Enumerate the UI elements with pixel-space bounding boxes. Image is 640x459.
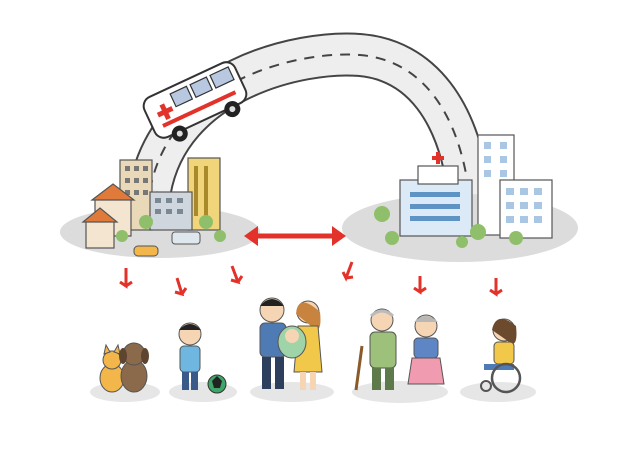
down-arrow-3: [230, 265, 244, 285]
red-cross-icon: [432, 152, 444, 164]
down-arrow-4: [341, 261, 354, 282]
elderly-group: [352, 308, 448, 403]
down-arrow-2: [174, 277, 188, 297]
down-arrow-1: [119, 268, 133, 289]
city-platform: [60, 157, 260, 258]
girl-in-wheelchair-icon: [480, 318, 522, 394]
pets-group: [90, 342, 160, 402]
dog-icon: [119, 342, 149, 393]
wheelchair-group: [460, 318, 536, 402]
grandmother-icon: [407, 314, 445, 385]
down-arrows: [119, 261, 503, 297]
bidirectional-arrow: [244, 226, 346, 246]
soccer-ball-icon: [207, 374, 227, 394]
cat-icon: [99, 343, 125, 393]
down-arrow-5: [413, 276, 427, 295]
baby-icon: [277, 325, 307, 359]
ambulance-icon: [142, 61, 248, 142]
boy-icon: [178, 322, 202, 390]
down-arrow-6: [489, 278, 503, 297]
grandfather-icon: [354, 308, 397, 391]
child-group: [169, 322, 237, 402]
family-group: [250, 297, 334, 402]
hospital-platform: [342, 134, 578, 262]
